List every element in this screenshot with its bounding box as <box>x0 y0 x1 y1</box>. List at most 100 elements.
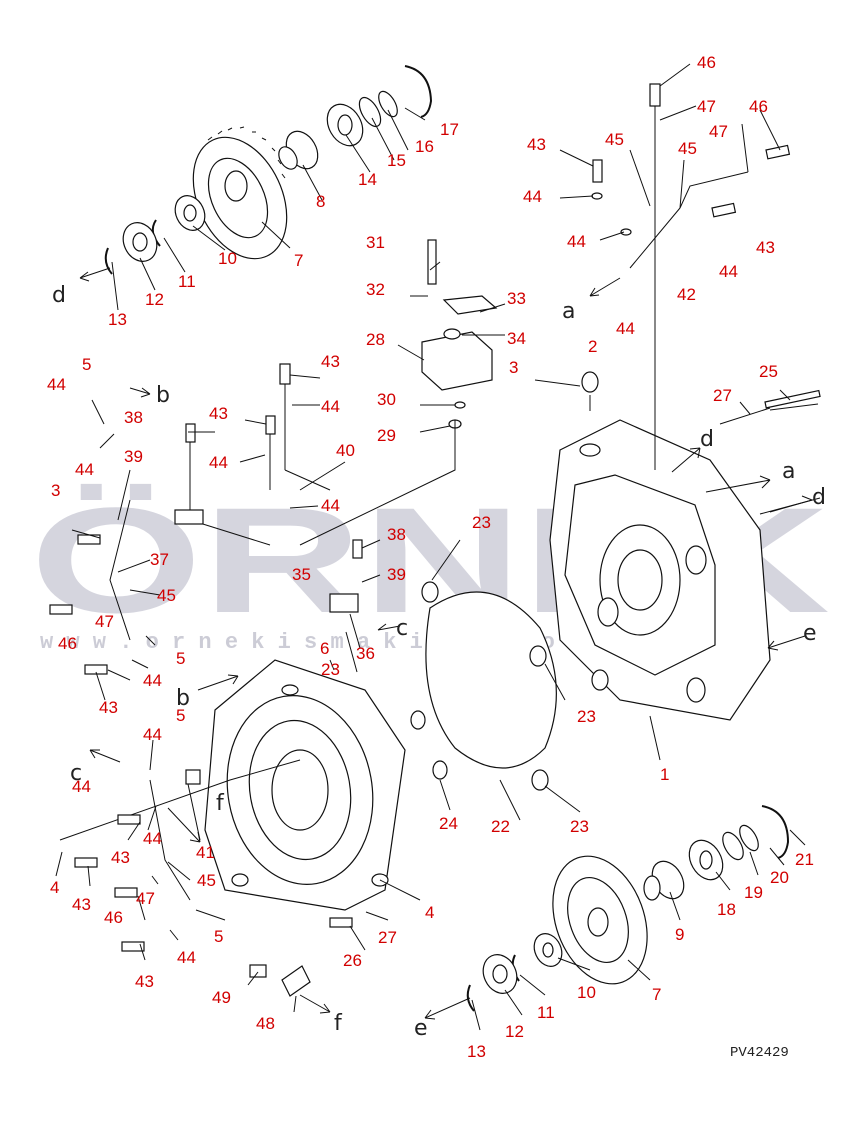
callout-44: 44 <box>75 460 94 479</box>
callout-29: 29 <box>377 426 396 445</box>
callout-35: 35 <box>292 565 311 584</box>
callout-3: 3 <box>509 358 518 377</box>
callout-21: 21 <box>795 850 814 869</box>
left-housing <box>204 659 406 911</box>
callout-44: 44 <box>616 319 635 338</box>
callout-39: 39 <box>387 565 406 584</box>
callout-41: 41 <box>196 843 215 862</box>
callout-43: 43 <box>527 135 546 154</box>
callout-37: 37 <box>150 550 169 569</box>
callout-17: 17 <box>440 120 459 139</box>
callout-49: 49 <box>212 988 231 1007</box>
right-housing <box>549 371 821 721</box>
ref-letter-a: a <box>562 299 575 324</box>
callout-23: 23 <box>577 707 596 726</box>
callout-22: 22 <box>491 817 510 836</box>
callout-24: 24 <box>439 814 458 833</box>
callout-44: 44 <box>143 671 162 690</box>
callout-44: 44 <box>177 948 196 967</box>
callout-14: 14 <box>358 170 377 189</box>
callout-7: 7 <box>652 985 661 1004</box>
callout-11: 11 <box>178 272 196 291</box>
flow-arrows <box>79 267 813 1020</box>
callout-4: 4 <box>50 878 59 897</box>
callout-5: 5 <box>82 355 91 374</box>
callout-19: 19 <box>744 883 763 902</box>
ref-letter-e: e <box>803 621 817 646</box>
callout-8: 8 <box>316 192 325 211</box>
leader-lines <box>55 63 821 1031</box>
lower-gear-group <box>466 805 790 1012</box>
callout-20: 20 <box>770 868 789 887</box>
callout-2: 2 <box>588 337 597 356</box>
callout-44: 44 <box>719 262 738 281</box>
callout-27: 27 <box>378 928 397 947</box>
callout-44: 44 <box>321 496 340 515</box>
callout-40: 40 <box>336 441 355 460</box>
callout-1: 1 <box>660 765 669 784</box>
ref-letter-d: d <box>700 427 714 452</box>
callout-38: 38 <box>124 408 143 427</box>
callout-46: 46 <box>58 634 77 653</box>
upper-gear-group <box>104 65 433 275</box>
callout-28: 28 <box>366 330 385 349</box>
callout-13: 13 <box>108 310 127 329</box>
callout-27: 27 <box>713 386 732 405</box>
callout-47: 47 <box>697 97 716 116</box>
callout-44: 44 <box>47 375 66 394</box>
callout-44: 44 <box>143 725 162 744</box>
callout-10: 10 <box>577 983 596 1002</box>
callout-44: 44 <box>72 777 91 796</box>
callout-32: 32 <box>366 280 385 299</box>
callout-3: 3 <box>51 481 60 500</box>
ref-letter-d: d <box>52 283 66 308</box>
ref-letter-a: a <box>782 459 795 484</box>
callouts: 46 47 46 47 43 45 45 44 44 43 44 42 2 44… <box>47 53 814 1061</box>
callout-15: 15 <box>387 151 406 170</box>
callout-44: 44 <box>567 232 586 251</box>
callout-36: 36 <box>356 644 375 663</box>
callout-11: 11 <box>537 1003 555 1022</box>
callout-44: 44 <box>523 187 542 206</box>
callout-26: 26 <box>343 951 362 970</box>
callout-45: 45 <box>157 586 176 605</box>
callout-18: 18 <box>717 900 736 919</box>
callout-48: 48 <box>256 1014 275 1033</box>
ref-letter-d: d <box>812 485 826 510</box>
callout-5: 5 <box>176 706 185 725</box>
valve-block-group <box>299 239 498 546</box>
callout-44: 44 <box>143 829 162 848</box>
callout-23: 23 <box>570 817 589 836</box>
callout-5: 5 <box>176 649 185 668</box>
callout-38: 38 <box>387 525 406 544</box>
callout-6: 6 <box>320 639 329 658</box>
callout-46: 46 <box>104 908 123 927</box>
callout-44: 44 <box>321 397 340 416</box>
callout-43: 43 <box>135 972 154 991</box>
callout-43: 43 <box>756 238 775 257</box>
callout-45: 45 <box>605 130 624 149</box>
callout-43: 43 <box>72 895 91 914</box>
callout-23: 23 <box>472 513 491 532</box>
callout-23: 23 <box>321 660 340 679</box>
ref-letter-c: c <box>396 616 408 641</box>
callout-25: 25 <box>759 362 778 381</box>
callout-30: 30 <box>377 390 396 409</box>
ref-letter-f: f <box>216 791 225 816</box>
callout-10: 10 <box>218 249 237 268</box>
ref-letter-f: f <box>334 1011 343 1036</box>
callout-43: 43 <box>209 404 228 423</box>
callout-47: 47 <box>95 612 114 631</box>
callout-13: 13 <box>467 1042 486 1061</box>
watermark-url: w w w . o r n e k i s m a k i n a . c o … <box>40 630 661 655</box>
ref-letter-b: b <box>156 383 170 408</box>
callout-43: 43 <box>99 698 118 717</box>
callout-31: 31 <box>366 233 385 252</box>
drawing-code: PV42429 <box>730 1045 789 1061</box>
callout-42: 42 <box>677 285 696 304</box>
ref-letter-c: c <box>70 761 82 786</box>
callout-45: 45 <box>197 871 216 890</box>
callout-43: 43 <box>111 848 130 867</box>
callout-47: 47 <box>709 122 728 141</box>
